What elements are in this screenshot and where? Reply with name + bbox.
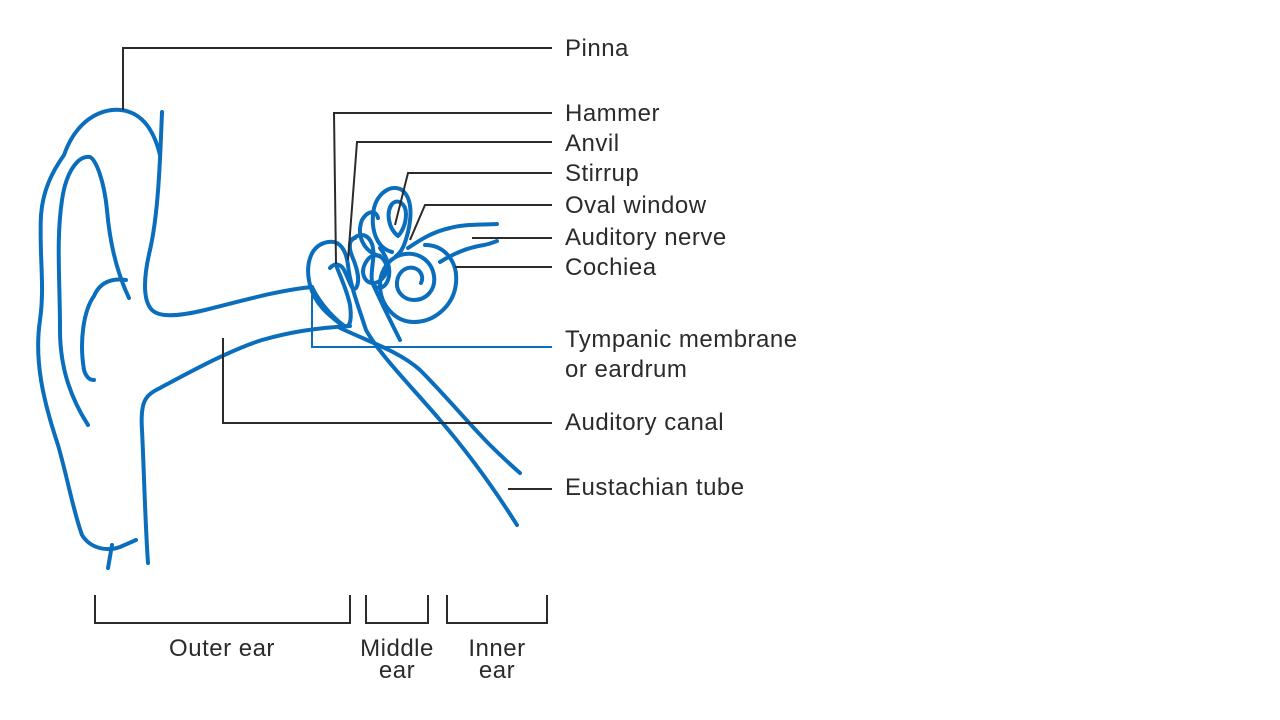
label-cochlea: Cochiea	[565, 254, 657, 281]
auditory-canal-leader	[222, 338, 552, 424]
stirrup-leader	[394, 172, 552, 226]
label-eustachian-tube: Eustachian tube	[565, 474, 745, 501]
concha-edge	[143, 110, 314, 318]
label-anvil: Anvil	[565, 130, 620, 157]
pinna-helix-fold	[56, 154, 131, 427]
region-inner-line2: ear	[479, 657, 515, 684]
pinna-leader	[122, 47, 552, 110]
label-pinna: Pinna	[565, 35, 629, 62]
region-outer-ear: Outer ear	[169, 635, 275, 662]
auditory-nerve-upper	[406, 222, 499, 250]
tympanic-leader	[311, 287, 552, 348]
label-auditory-canal: Auditory canal	[565, 409, 724, 436]
label-oval-window: Oval window	[565, 192, 707, 219]
tympanic-curve	[310, 263, 353, 329]
region-middle-line1: Middle	[360, 635, 434, 662]
pinna-antihelix	[80, 277, 128, 382]
region-brackets	[94, 595, 548, 624]
outer-ear-bracket	[94, 595, 351, 624]
eustachian-tube-line	[338, 326, 522, 475]
hammer-leader	[332, 112, 552, 265]
oval-window-leader	[409, 204, 552, 241]
label-hammer: Hammer	[565, 100, 660, 127]
middle-ear-outline	[306, 239, 519, 527]
label-auditory-nerve: Auditory nerve	[565, 224, 727, 251]
label-stirrup: Stirrup	[565, 160, 639, 187]
ear-illustration	[36, 107, 522, 570]
inner-ear-bracket	[446, 595, 548, 624]
middle-ear-bracket	[365, 595, 429, 624]
label-tympanic-line1: Tympanic membrane	[565, 326, 798, 353]
hammer-bone	[328, 236, 361, 291]
label-tympanic-line2: or eardrum	[565, 356, 687, 383]
eustachian-tube-inner	[370, 280, 402, 342]
anvil-leader	[347, 141, 552, 261]
leader-lines	[122, 47, 552, 490]
region-middle-line2: ear	[379, 657, 415, 684]
semicircular-canal-lower	[358, 210, 382, 258]
part-labels: Pinna Hammer Anvil Stirrup Oval window A…	[565, 35, 798, 501]
cochlea-spiral	[378, 243, 459, 324]
semicircular-canal-outer	[370, 186, 413, 258]
auditory-nerve-lower	[438, 239, 499, 264]
region-labels: Outer ear Middle ear Inner ear	[169, 635, 525, 684]
pinna-outer-rim	[36, 107, 162, 552]
region-inner-line1: Inner	[468, 635, 525, 662]
earlobe-neck-line	[106, 543, 114, 570]
canal-lower-wall	[139, 324, 352, 565]
